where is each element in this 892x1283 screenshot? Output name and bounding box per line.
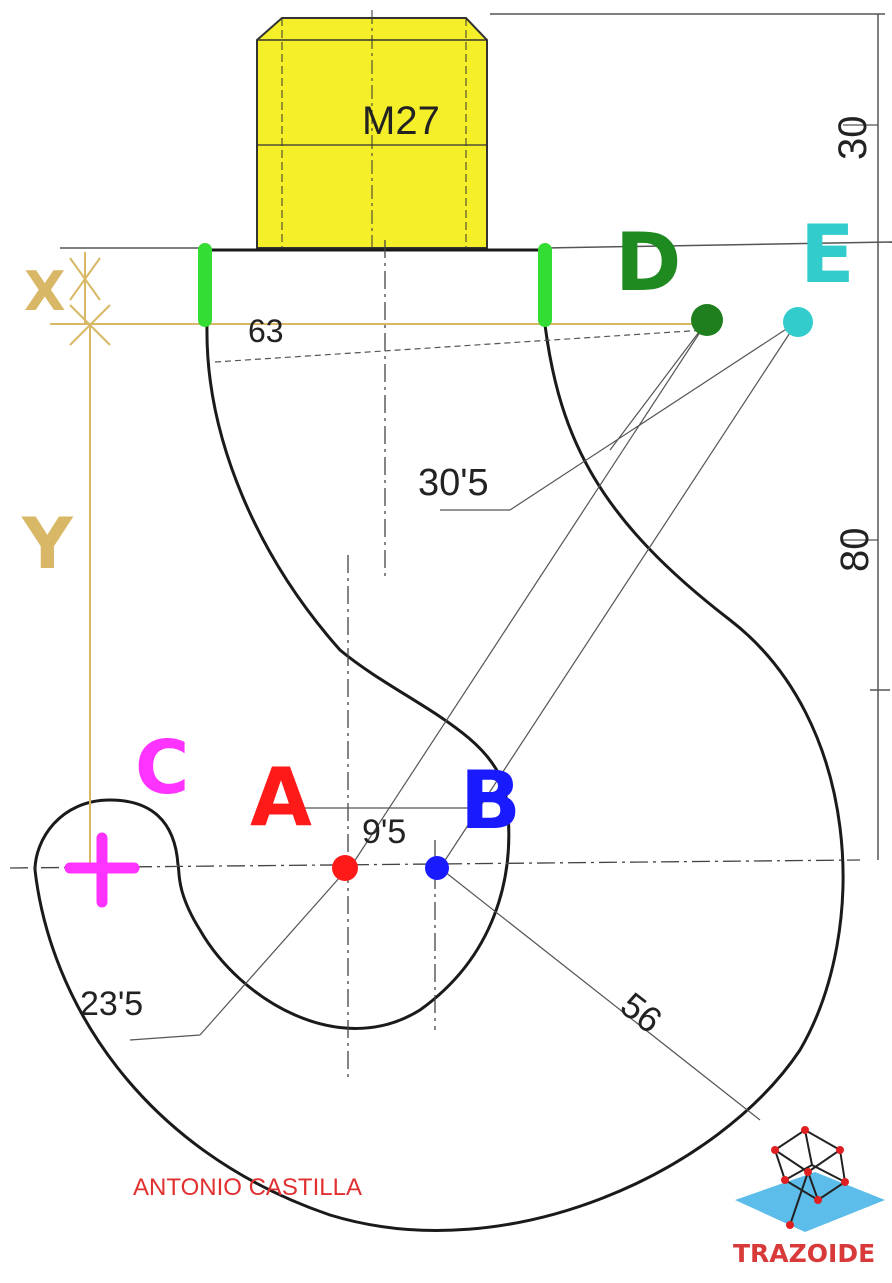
label-point-e: E [800, 208, 855, 301]
label-point-b: B [460, 754, 521, 847]
marker-y: Y [21, 503, 74, 585]
dimension-9-5: 9'5 [362, 813, 406, 851]
label-point-c: C [135, 725, 189, 811]
hook-outer-curve [33, 324, 845, 1232]
dimension-63: 63 [248, 313, 284, 349]
logo-plate [735, 1172, 885, 1232]
trazoide-logo: TRAZOIDE [733, 1126, 885, 1268]
hook-tip-curve [33, 798, 180, 871]
point-d-dot [691, 304, 723, 336]
bolt: M27 [256, 10, 488, 250]
limit-marks [198, 243, 552, 327]
dimension-30-5: 30'5 [418, 462, 489, 504]
hook-inner-curve [176, 324, 511, 1030]
dimension-frame [60, 13, 892, 860]
dimension-56: 56 [613, 984, 670, 1041]
marker-x: X [24, 260, 66, 323]
point-a-dot [332, 855, 358, 881]
dimension-23-5: 23'5 [80, 985, 143, 1023]
label-point-d: D [615, 216, 681, 309]
center-lines [9, 240, 861, 1080]
dimension-30: 30 [831, 116, 875, 161]
hook-outline [33, 248, 845, 1232]
point-c-cross [64, 832, 140, 908]
dimension-80: 80 [833, 528, 877, 573]
point-b-dot [425, 856, 449, 880]
xy-markers [50, 252, 710, 868]
construction-lines [129, 124, 878, 1121]
logo-text: TRAZOIDE [733, 1239, 875, 1268]
bolt-label: M27 [362, 99, 440, 143]
author-credit: ANTONIO CASTILLA [133, 1174, 362, 1201]
point-e-dot [783, 307, 813, 337]
label-point-a: A [250, 751, 312, 844]
